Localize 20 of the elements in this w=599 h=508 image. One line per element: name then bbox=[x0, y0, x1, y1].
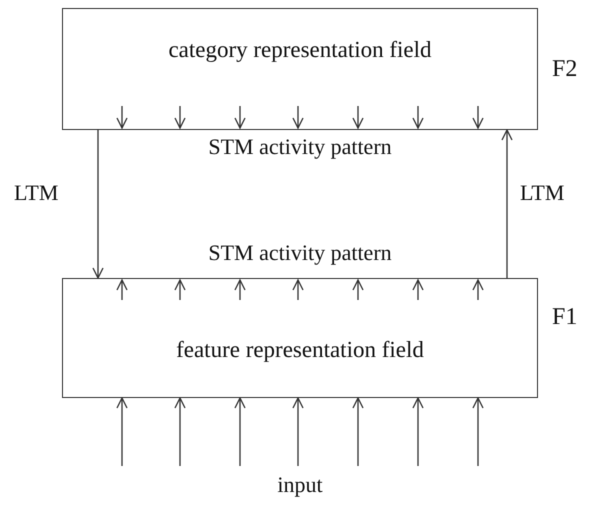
arrow bbox=[116, 397, 128, 466]
layer-label: F2 bbox=[552, 56, 578, 83]
arrow bbox=[234, 397, 246, 466]
arrow bbox=[292, 397, 304, 466]
field-title: feature representation field bbox=[175, 337, 425, 363]
layer-label: F1 bbox=[552, 304, 578, 331]
arrow bbox=[472, 397, 484, 466]
arrow bbox=[501, 129, 513, 278]
edge-label: LTM bbox=[14, 180, 58, 206]
edge-label: LTM bbox=[520, 180, 564, 206]
field-box bbox=[62, 8, 538, 130]
field-box bbox=[62, 278, 538, 398]
arrow bbox=[352, 397, 364, 466]
arrow bbox=[412, 397, 424, 466]
pattern-label: STM activity pattern bbox=[208, 240, 392, 266]
field-title: category representation field bbox=[167, 37, 433, 63]
arrow bbox=[174, 397, 186, 466]
arrow bbox=[92, 130, 104, 279]
input-label: input bbox=[277, 472, 323, 498]
pattern-label: STM activity pattern bbox=[208, 134, 392, 160]
